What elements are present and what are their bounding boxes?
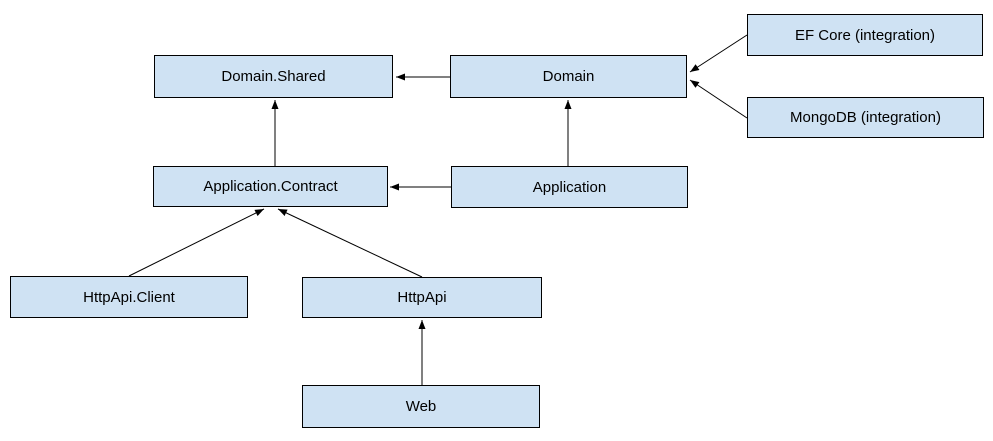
edge-mongodb-to-domain [689,79,748,119]
node-mongodb-integration: MongoDB (integration) [747,97,984,138]
node-domain-shared: Domain.Shared [154,55,393,98]
node-application-contract: Application.Contract [153,166,388,207]
edge-ef-core-to-domain [689,34,748,73]
node-httpapi: HttpApi [302,277,542,318]
node-ef-core-integration: EF Core (integration) [747,14,983,56]
node-application: Application [451,166,688,208]
node-web: Web [302,385,540,428]
node-httpapi-client: HttpApi.Client [10,276,248,318]
edge-httpapi-to-application-contract [277,208,423,278]
node-domain: Domain [450,55,687,98]
edge-httpapi-client-to-application-contract [128,208,265,277]
